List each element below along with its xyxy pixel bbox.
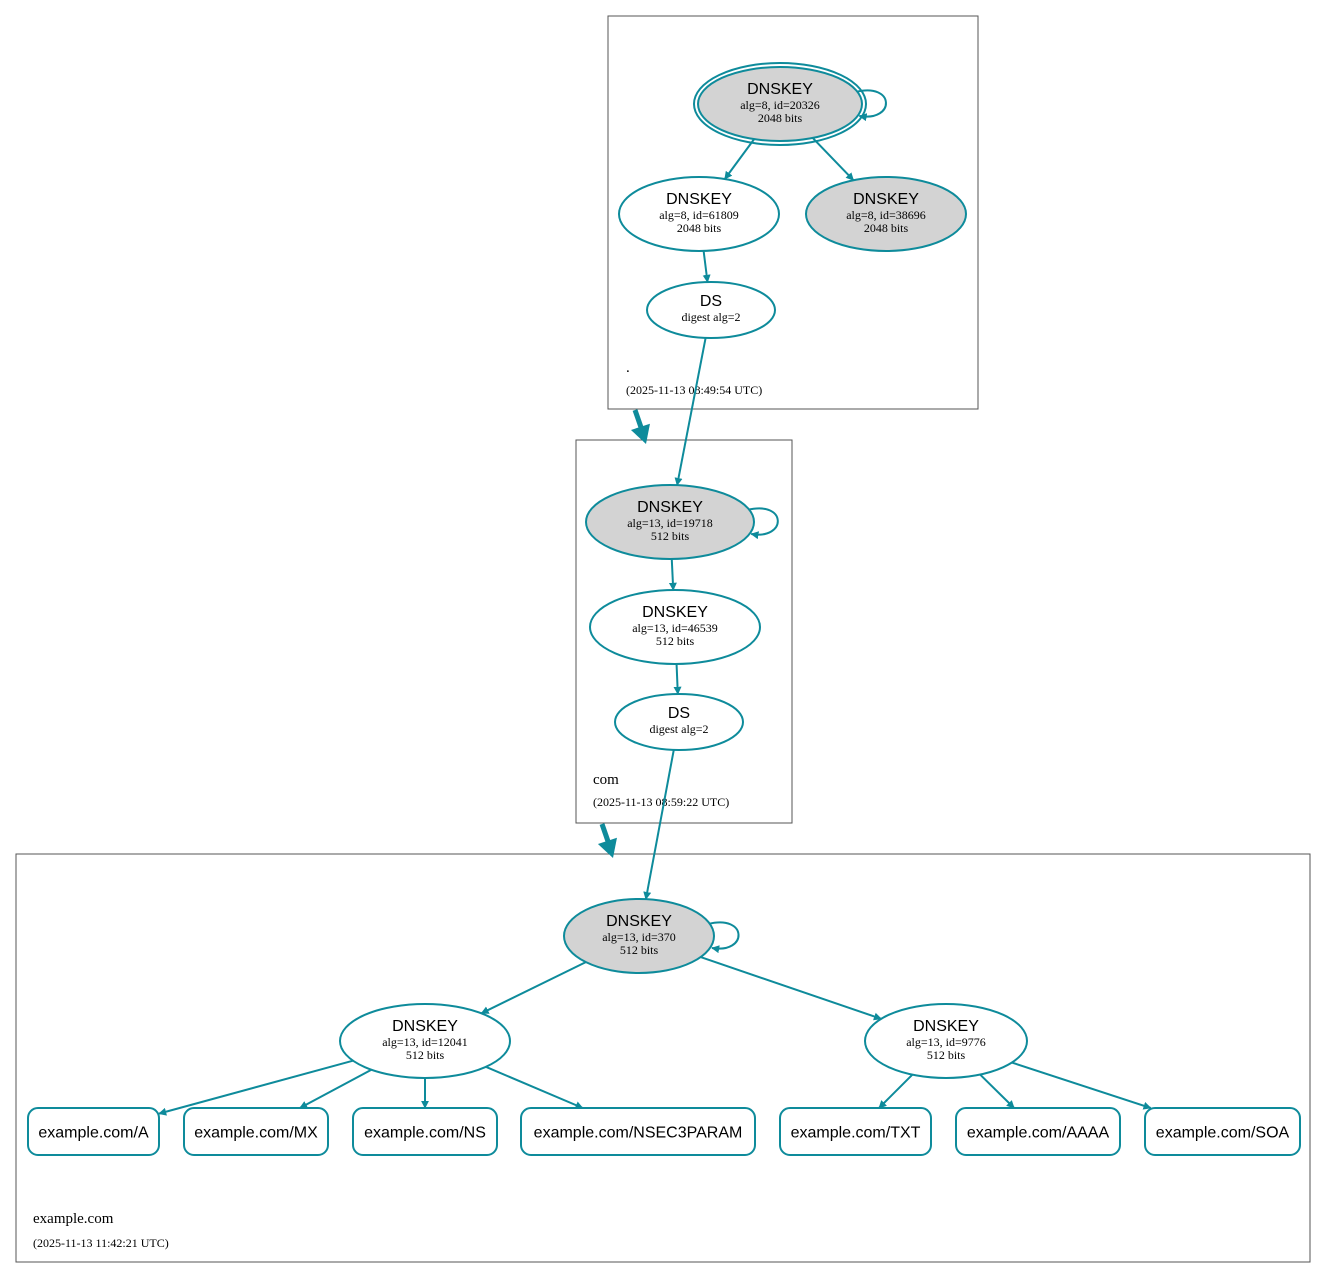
node-title: DNSKEY — [853, 191, 919, 208]
signature-edge — [674, 337, 707, 486]
signature-edge — [668, 558, 677, 591]
signature-edge — [747, 507, 779, 540]
zone-name: example.com — [33, 1211, 114, 1227]
node-detail: alg=13, id=12041 — [382, 1035, 468, 1049]
node-detail: alg=8, id=38696 — [846, 208, 926, 222]
node-key-size: 512 bits — [620, 943, 659, 957]
delegation-arrow — [630, 409, 650, 444]
node-title: DNSKEY — [606, 913, 672, 930]
signature-edge — [480, 961, 587, 1015]
signature-edge — [643, 749, 675, 900]
node-key-size: 2048 bits — [758, 111, 803, 125]
node-title: DNSKEY — [913, 1018, 979, 1035]
node-detail: alg=8, id=61809 — [659, 208, 739, 222]
rrset-node[interactable]: example.com/TXT — [779, 1107, 932, 1156]
rrset-node[interactable]: example.com/AAAA — [955, 1107, 1121, 1156]
signature-edge — [299, 1068, 372, 1109]
node-key-size: 2048 bits — [677, 221, 722, 235]
node-detail: alg=13, id=46539 — [632, 621, 718, 635]
rrset-node[interactable]: example.com/A — [27, 1107, 160, 1156]
node-detail: alg=13, id=19718 — [627, 516, 713, 530]
zone-border — [15, 853, 1311, 1263]
node-key-size: 512 bits — [651, 529, 690, 543]
rrset-label: example.com/TXT — [791, 1125, 921, 1142]
node-detail: alg=13, id=370 — [602, 930, 676, 944]
zone-border — [607, 15, 979, 410]
rrset-label: example.com/AAAA — [967, 1125, 1110, 1142]
rrset-label: example.com/A — [38, 1125, 149, 1142]
node-title: DNSKEY — [747, 81, 813, 98]
node-detail: alg=8, id=20326 — [740, 98, 820, 112]
node-key-size: 512 bits — [927, 1048, 966, 1062]
node-detail: digest alg=2 — [649, 722, 708, 736]
signature-edge — [1011, 1061, 1152, 1110]
rrset-label: example.com/NSEC3PARAM — [534, 1125, 743, 1142]
node-title: DNSKEY — [642, 604, 708, 621]
zone-timestamp: (2025-11-13 08:49:54 UTC) — [626, 383, 762, 397]
zone-timestamp: (2025-11-13 08:59:22 UTC) — [593, 795, 729, 809]
zone-cluster: com (2025-11-13 08:59:22 UTC) — [575, 439, 793, 824]
delegation-arrow — [597, 823, 617, 858]
node-key-size: 2048 bits — [864, 221, 909, 235]
zone-timestamp: (2025-11-13 11:42:21 UTC) — [33, 1236, 169, 1250]
signature-edge — [723, 138, 755, 180]
node-detail: digest alg=2 — [681, 310, 740, 324]
node-title: DS — [668, 705, 690, 722]
node-title: DS — [700, 293, 722, 310]
signature-edge — [707, 921, 740, 954]
signature-edge — [979, 1073, 1015, 1109]
zone-border — [575, 439, 793, 824]
signature-edge — [702, 250, 711, 283]
rrset-label: example.com/SOA — [1156, 1125, 1290, 1142]
rrset-label: example.com/MX — [194, 1125, 318, 1142]
zone-cluster: example.com (2025-11-13 11:42:21 UTC) — [15, 853, 1311, 1263]
rrset-node[interactable]: example.com/NS — [352, 1107, 498, 1156]
node-title: DNSKEY — [666, 191, 732, 208]
node-key-size: 512 bits — [656, 634, 695, 648]
signature-edge — [700, 956, 882, 1021]
node-title: DNSKEY — [637, 499, 703, 516]
signature-edge — [485, 1065, 584, 1109]
signature-edge — [158, 1059, 354, 1116]
node-key-size: 512 bits — [406, 1048, 445, 1062]
node-title: DNSKEY — [392, 1018, 458, 1035]
node-detail: alg=13, id=9776 — [906, 1035, 986, 1049]
signature-edge — [878, 1073, 914, 1109]
zone-name: . — [626, 360, 630, 376]
signature-edge — [811, 137, 855, 181]
zone-cluster: . (2025-11-13 08:49:54 UTC) — [607, 15, 979, 410]
signature-edge — [673, 663, 682, 695]
zone-name: com — [593, 772, 619, 788]
trust-anchor-ring — [693, 62, 867, 146]
rrset-label: example.com/NS — [364, 1125, 486, 1142]
rrset-node[interactable]: example.com/NSEC3PARAM — [520, 1107, 756, 1156]
rrset-node[interactable]: example.com/SOA — [1144, 1107, 1301, 1156]
signature-edge — [855, 89, 887, 122]
rrset-node[interactable]: example.com/MX — [183, 1107, 329, 1156]
